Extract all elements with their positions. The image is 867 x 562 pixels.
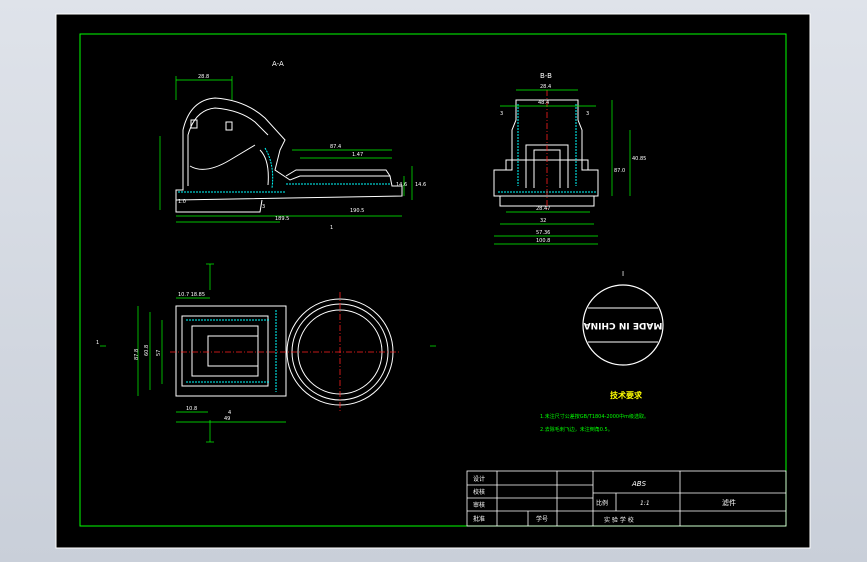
view-top: 10.7 18.85 87.8 60.8 57 1 10.8 4 49 <box>96 263 436 443</box>
window-a1 <box>190 119 198 129</box>
view-detail-stamp: I MADE IN CHINA <box>582 270 664 366</box>
dim-c4: 57 <box>156 350 162 356</box>
row-approve: 批准 <box>473 515 485 523</box>
part-name: 滤件 <box>722 498 736 507</box>
sheet-border <box>55 13 811 549</box>
dim-a3: 1.47 <box>352 152 363 158</box>
notes-title: 技术要求 <box>610 390 643 400</box>
dim-a10: 1 <box>330 225 333 231</box>
dim-a7: 1.0 <box>178 199 186 205</box>
dim-b7: 28.47 <box>536 206 550 212</box>
material: ABS <box>631 480 647 488</box>
title-block: 设计 校核 审核 批准 学号 ABS 比例 1:1 滤件 实 验 学 校 <box>466 470 787 527</box>
section-a-label: A-A <box>272 60 284 68</box>
row-review: 审核 <box>473 501 485 509</box>
scale-label: 比例 <box>596 499 608 507</box>
drawing-frame <box>79 33 787 527</box>
dim-b1: 28.4 <box>540 84 551 90</box>
dim-a2: 87.4 <box>330 144 341 150</box>
dim-b6: 40.85 <box>632 156 646 162</box>
row-design: 设计 <box>473 475 485 483</box>
top-inner-1 <box>181 315 269 387</box>
dim-c1: 10.7 18.85 <box>178 292 205 298</box>
dim-a8: 3 <box>262 204 265 210</box>
notes-line-1: 1.未注尺寸公差按GB/T1804-2000中m级选取。 <box>540 413 649 420</box>
dim-b3: 3 <box>500 111 503 117</box>
scale-value: 1:1 <box>640 500 650 507</box>
dim-c8: 49 <box>224 416 230 422</box>
view-section-a: A-A 28.8 87.4 1.47 14.6 14.6 189.5 1.0 3… <box>159 60 426 231</box>
dim-c2: 87.8 <box>134 349 140 360</box>
drawing-canvas[interactable] <box>56 14 810 548</box>
row-check: 校核 <box>473 488 485 496</box>
window-a2 <box>225 121 233 131</box>
section-a-shell <box>187 107 391 186</box>
view-section-b: B-B 28.4 48.4 3 3 87.0 40.85 28.47 32 57… <box>493 72 646 245</box>
top-slot <box>207 335 259 367</box>
dim-b5: 87.0 <box>614 168 625 174</box>
dim-a1: 28.8 <box>198 74 209 80</box>
dim-a6: 189.5 <box>275 216 289 222</box>
section-b-outline <box>493 99 599 197</box>
school-name: 实 验 学 校 <box>604 516 634 524</box>
dim-c6: 10.8 <box>186 406 197 412</box>
section-a-base <box>175 199 263 213</box>
stamp-circle <box>582 284 664 366</box>
dim-a4: 14.6 <box>415 182 426 188</box>
dim-b10: 100.8 <box>536 238 550 244</box>
dim-c7: 4 <box>228 410 231 416</box>
section-a-cyan-wall <box>178 147 390 193</box>
dim-b2: 48.4 <box>538 100 549 106</box>
dim-a5: 14.6 <box>396 182 407 188</box>
stamp-text: MADE IN CHINA <box>584 320 663 330</box>
section-a-outline <box>175 97 403 201</box>
detail-label: I <box>622 270 624 278</box>
top-hidden <box>186 310 277 392</box>
dim-c5: 1 <box>96 340 99 346</box>
student-id-label: 学号 <box>536 515 548 523</box>
dim-b4: 3 <box>586 111 589 117</box>
top-body <box>175 305 287 397</box>
dim-b8: 32 <box>540 218 546 224</box>
dim-c3: 60.8 <box>144 345 150 356</box>
notes-line-2: 2.去除毛刺飞边，未注倒角0.5。 <box>540 426 613 433</box>
dim-b9: 57.36 <box>536 230 550 236</box>
dim-a9: 190.5 <box>350 208 364 214</box>
section-b-label: B-B <box>540 72 552 80</box>
technical-notes: 技术要求 1.未注尺寸公差按GB/T1804-2000中m级选取。 2.去除毛刺… <box>540 390 649 433</box>
